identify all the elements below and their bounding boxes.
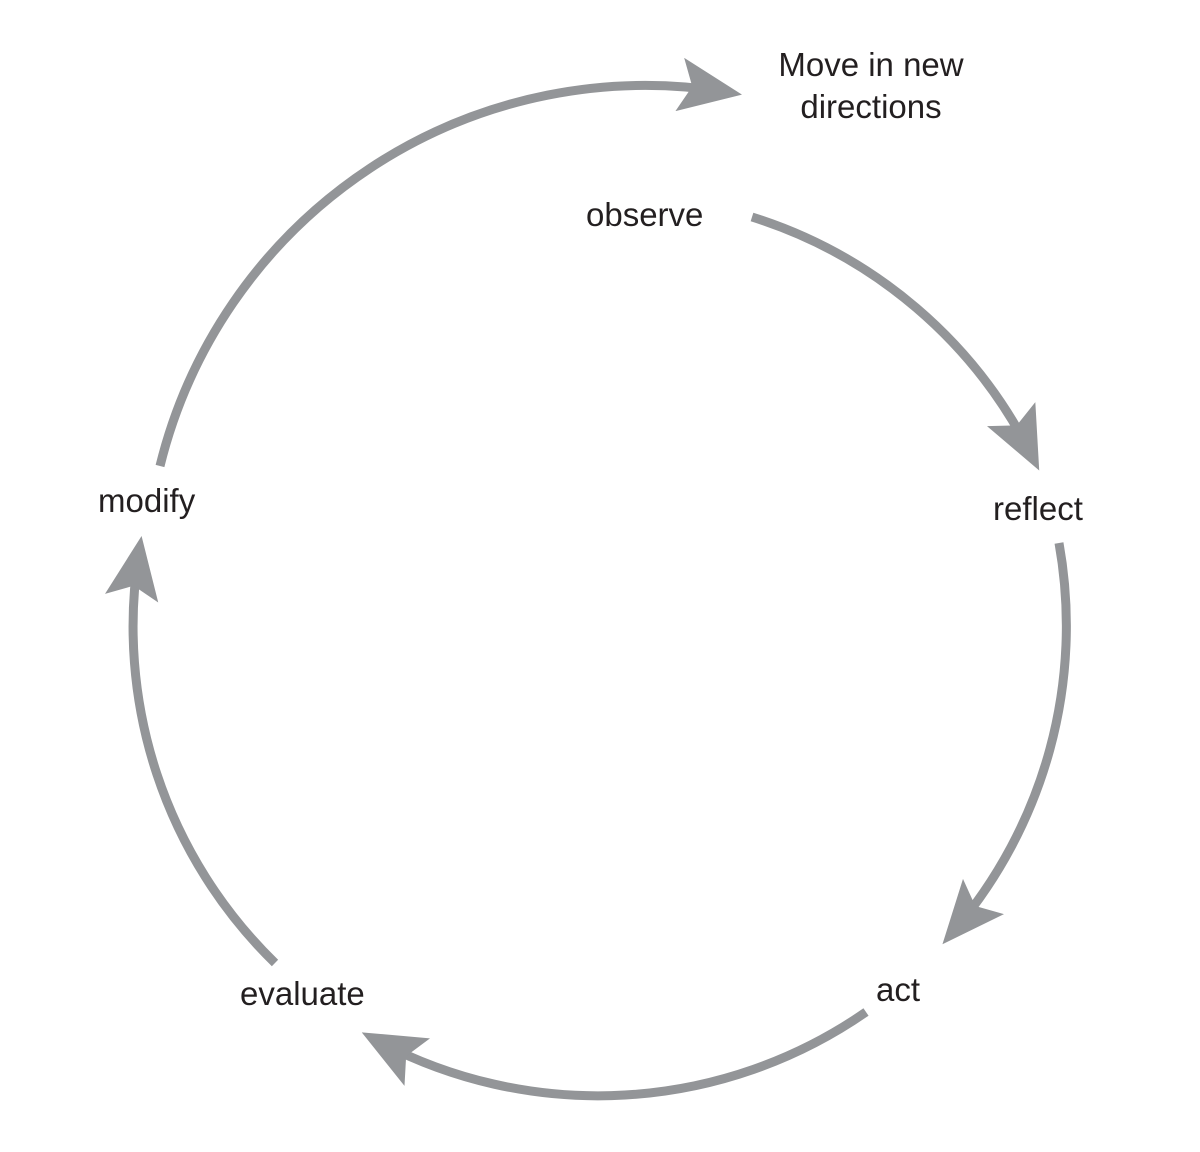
arrow-act-to-evaluate [361,1008,869,1101]
arrow-evaluate-to-modify [104,536,279,967]
arrow-reflect-to-act [942,542,1071,945]
arrow-observe-to-reflect [750,212,1040,471]
label-line-1: Move in new [778,46,964,83]
node-observe: observe [586,196,704,233]
node-modify: modify [98,482,196,519]
arrow-modify-to-new-directions [155,57,742,468]
node-evaluate: evaluate [240,975,365,1012]
node-act: act [876,971,921,1008]
node-reflect: reflect [993,490,1083,527]
label-line-2: directions [800,88,942,125]
label-move-in-new-directions: Move in new directions [760,44,982,128]
